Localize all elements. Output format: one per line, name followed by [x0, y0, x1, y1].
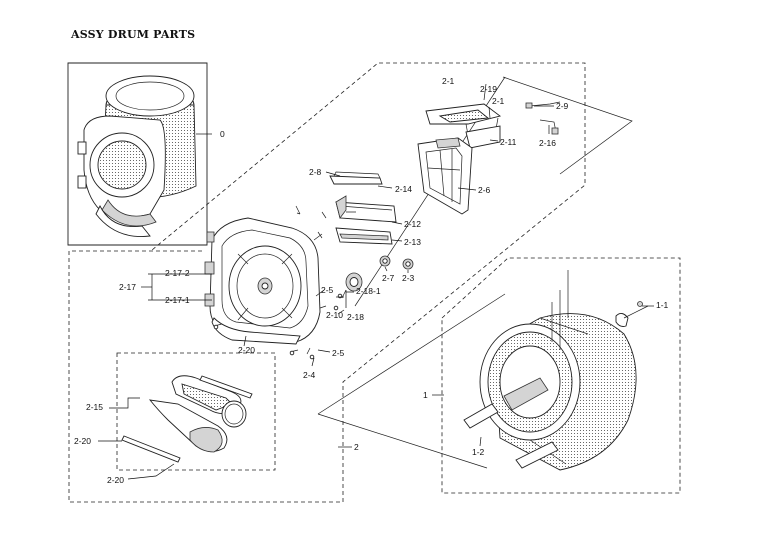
callout-2-4: 2-4	[303, 370, 316, 380]
leader-lines	[98, 83, 654, 480]
assembly-1-boundary	[441, 257, 681, 494]
callout-2-1-right: 2-1	[492, 96, 505, 106]
guide-bracket-2-12	[335, 195, 397, 223]
callout-2-17: 2-17	[119, 282, 136, 292]
callout-2-5-lower: 2-5	[332, 348, 345, 358]
callout-2-15: 2-15	[86, 402, 103, 412]
drum-back-hub	[341, 272, 363, 299]
callout-2-13: 2-13	[404, 237, 421, 247]
callout-2-17-1: 2-17-1	[165, 295, 190, 305]
callout-2-20-upper: 2-20	[238, 345, 255, 355]
callout-1: 1	[423, 390, 428, 400]
callout-2-8: 2-8	[309, 167, 322, 177]
callout-2-10: 2-10	[326, 310, 343, 320]
bracket-2-14	[329, 171, 383, 185]
callout-2-1-top: 2-1	[442, 76, 455, 86]
callout-2-5-upper: 2-5	[321, 285, 334, 295]
rollers	[379, 255, 414, 270]
callout-2: 2	[354, 442, 359, 452]
page-title: ASSY DRUM PARTS	[71, 28, 196, 41]
callout-2-17-2: 2-17-2	[165, 268, 190, 278]
callout-2-20-middle: 2-20	[74, 436, 91, 446]
lint-filter-frame-2-6	[417, 137, 473, 215]
filter-housing-2-1	[425, 103, 502, 149]
assembly-2-boundary	[68, 62, 586, 503]
drum-assembly-thumbnail	[77, 75, 197, 237]
frame-hardware	[213, 205, 343, 360]
callout-2-3: 2-3	[402, 273, 415, 283]
guide-bracket-2-13	[335, 227, 393, 245]
callout-2-9: 2-9	[556, 101, 569, 111]
duct-parts-2-15	[121, 375, 253, 463]
callout-2-16: 2-16	[539, 138, 556, 148]
assembly-2-15-boundary	[116, 352, 276, 471]
rear-frame-panel	[204, 217, 325, 345]
callout-2-14: 2-14	[395, 184, 412, 194]
callout-2-6: 2-6	[478, 185, 491, 195]
drum-assembly-1	[463, 270, 649, 471]
callout-1-2: 1-2	[472, 447, 485, 457]
callout-2-7: 2-7	[382, 273, 395, 283]
callout-2-19: 2-19	[480, 84, 497, 94]
callout-2-20-lower: 2-20	[107, 475, 124, 485]
callout-1-1: 1-1	[656, 300, 669, 310]
callout-2-18: 2-18	[347, 312, 364, 322]
drum-plane-line	[317, 76, 633, 469]
sensor-wire-2-9	[525, 101, 561, 135]
callout-2-11: 2-11	[500, 137, 517, 147]
callout-0: 0	[220, 129, 225, 139]
callout-labels: 0 2-1 2-19 2-1 2-9 2-16 2-11 2-8 2-14 2-…	[74, 76, 669, 485]
callout-2-18-1: 2-18-1	[356, 286, 381, 296]
callout-2-12: 2-12	[404, 219, 421, 229]
